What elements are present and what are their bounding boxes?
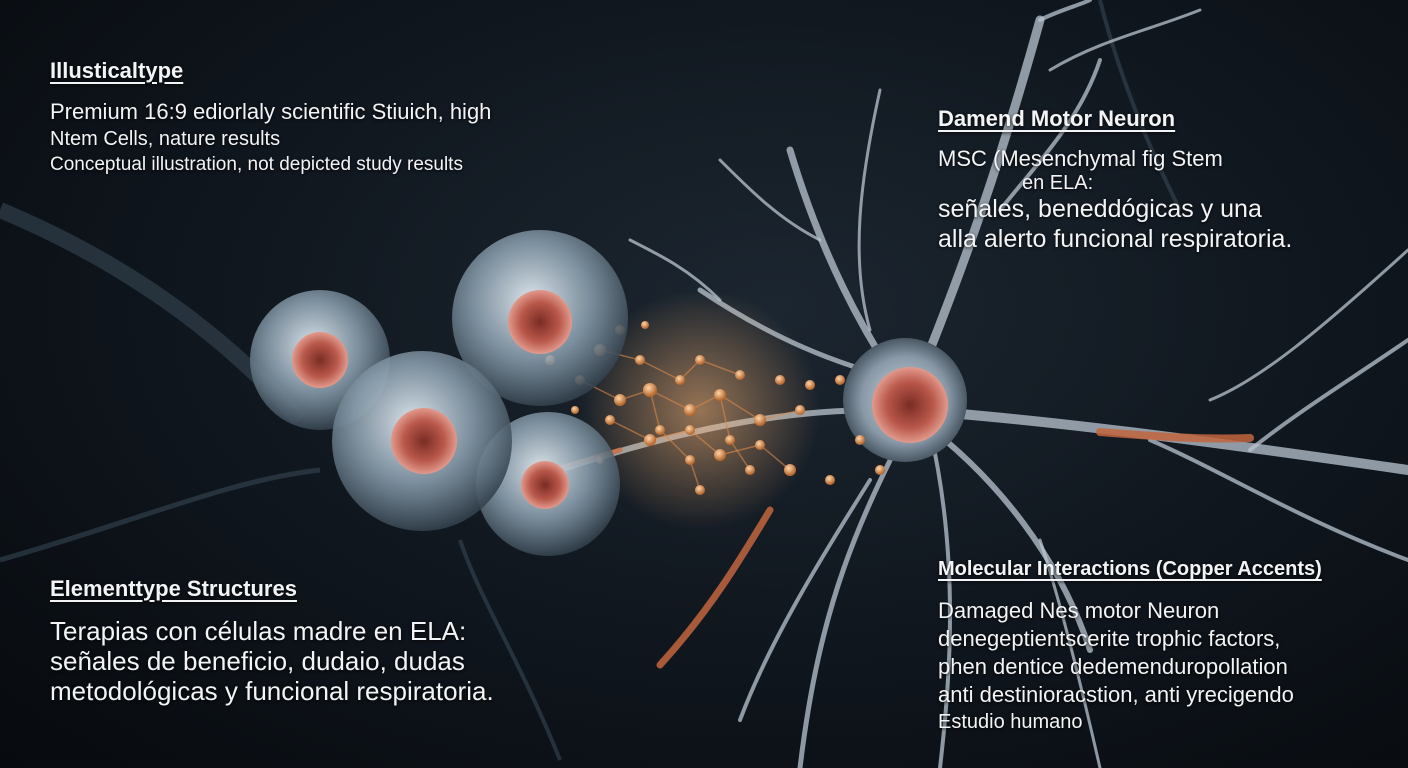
- bottom-left-caption: Elementtype Structures Terapias con célu…: [50, 576, 494, 706]
- bottom-right-line: anti destinioracstion, anti yrecigendo: [938, 682, 1294, 707]
- bottom-right-caption: Molecular Interactions (Copper Accents) …: [938, 558, 1322, 735]
- neuron-nucleus: [872, 367, 948, 443]
- bottom-right-line: phen dentice dedemenduropollation: [938, 654, 1288, 679]
- bottom-right-heading: Molecular Interactions (Copper Accents): [938, 558, 1322, 580]
- stem-cell-nucleus: [508, 290, 572, 354]
- top-right-line: señales, beneddógicas y una: [938, 195, 1262, 223]
- top-left-heading: Illusticaltype: [50, 58, 184, 83]
- top-left-line: Conceptual illustration, not depicted st…: [50, 154, 463, 175]
- bottom-left-line: metodológicas y funcional respiratoria.: [50, 676, 494, 706]
- bottom-right-line: Estudio humano: [938, 711, 1083, 733]
- stem-cell-nucleus: [391, 408, 457, 474]
- top-right-caption: Damend Motor Neuron MSC (Mesenchymal fig…: [938, 106, 1292, 254]
- bottom-right-line: denegeptientscerite trophic factors,: [938, 626, 1281, 651]
- bottom-right-line: Damaged Nes motor Neuron: [938, 598, 1220, 623]
- stem-cell-nucleus: [292, 332, 348, 388]
- bottom-left-line: señales de beneficio, dudaio, dudas: [50, 646, 465, 676]
- top-left-caption: Illusticaltype Premium 16:9 ediorlaly sc…: [50, 58, 491, 178]
- bottom-left-line: Terapias con células madre en ELA:: [50, 616, 467, 646]
- bottom-left-heading: Elementtype Structures: [50, 576, 297, 601]
- top-left-line: Premium 16:9 ediorlaly scientific Stiuic…: [50, 99, 492, 124]
- mesenchymal-stem-cells: [250, 230, 628, 556]
- top-right-line: en ELA:: [1022, 172, 1094, 194]
- top-left-line: Ntem Cells, nature results: [50, 128, 281, 150]
- stem-cell-nucleus: [521, 461, 569, 509]
- top-right-line: MSC (Mesenchymal fig Stem: [938, 146, 1223, 171]
- top-right-line: alla alerto funcional respiratoria.: [938, 225, 1293, 253]
- molecular-glow: [580, 290, 820, 530]
- top-right-heading: Damend Motor Neuron: [938, 106, 1176, 131]
